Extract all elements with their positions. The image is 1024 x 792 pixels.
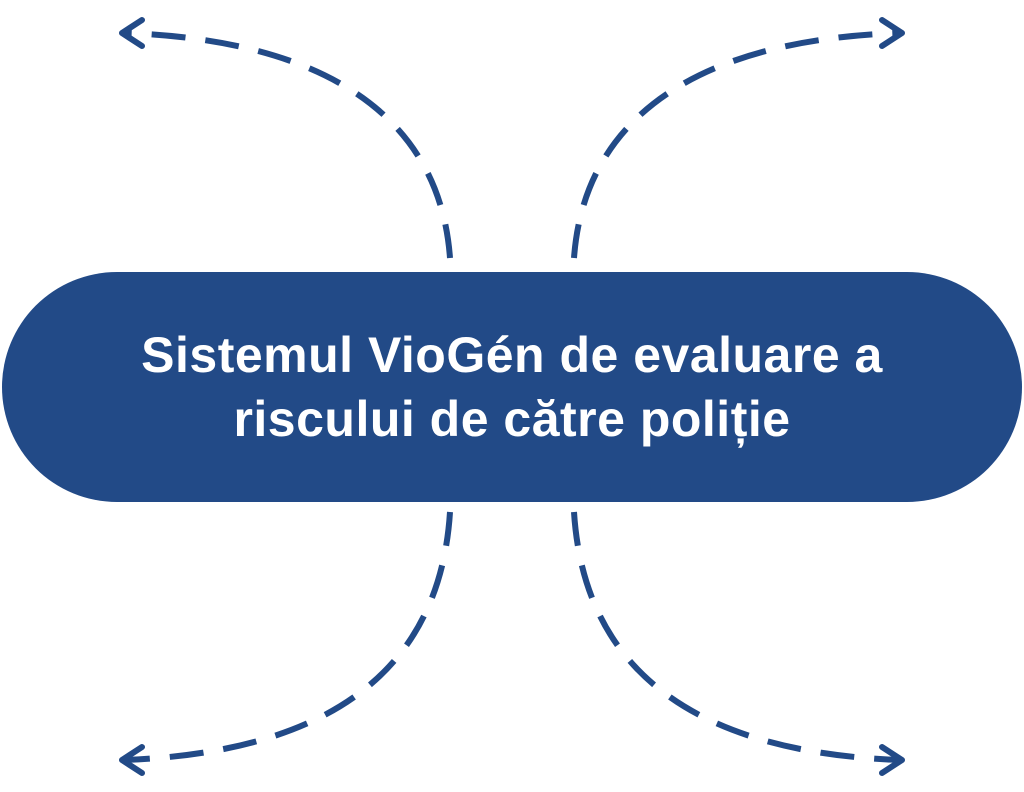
arrowhead-top-right-icon (879, 17, 905, 49)
arrow-top-left (124, 30, 453, 259)
central-node: Sistemul VioGén de evaluare a riscului d… (2, 272, 1022, 502)
arrow-bottom-left (124, 511, 453, 763)
arrowhead-bottom-left-icon (119, 744, 145, 776)
central-node-label: Sistemul VioGén de evaluare a riscului d… (141, 327, 883, 447)
arrowhead-top-left-icon (119, 17, 145, 49)
arrowhead-bottom-right-icon (879, 744, 905, 776)
arrow-bottom-right (571, 511, 900, 763)
arrow-top-right (571, 30, 900, 259)
